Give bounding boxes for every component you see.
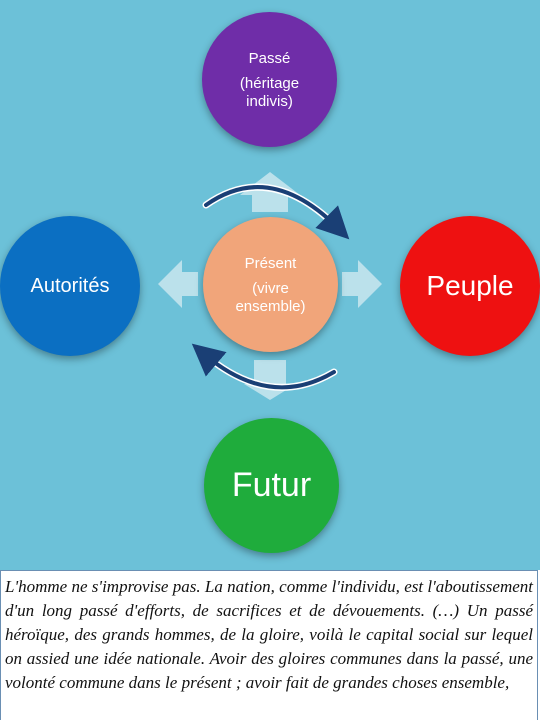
passe-title: Passé [248, 49, 291, 67]
up-block-arrow [240, 172, 300, 212]
present-circle: Présent (vivre ensemble) [203, 217, 338, 352]
arrows-layer [158, 172, 382, 400]
present-subtitle: (vivre ensemble) [235, 279, 306, 315]
right-block-arrow [342, 260, 382, 308]
futur-title: Futur [231, 466, 312, 504]
present-title: Présent [244, 254, 297, 272]
peuple-title: Peuple [426, 270, 514, 301]
quote-box: L'homme ne s'improvise pas. La nation, c… [0, 570, 538, 720]
autorites-circle: Autorités [0, 216, 140, 356]
futur-circle: Futur [204, 418, 339, 553]
quote-text: L'homme ne s'improvise pas. La nation, c… [5, 577, 533, 692]
peuple-circle: Peuple [400, 216, 540, 356]
passe-subtitle: (héritage indivis) [239, 74, 300, 110]
autorites-title: Autorités [30, 274, 110, 297]
diagram-panel: Passé (héritage indivis) Présent (vivre … [0, 0, 540, 570]
passe-circle: Passé (héritage indivis) [202, 12, 337, 147]
left-block-arrow [158, 260, 198, 308]
